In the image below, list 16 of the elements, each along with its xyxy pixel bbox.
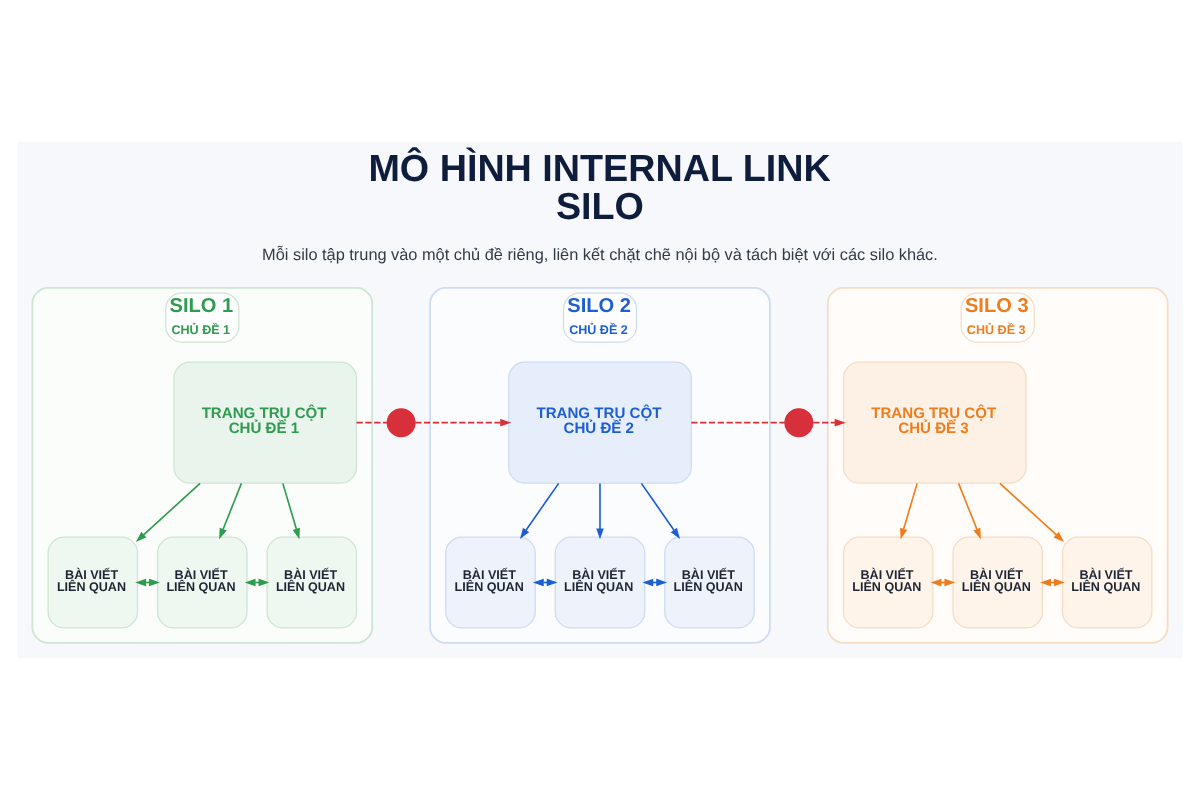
arrow bbox=[135, 482, 201, 542]
arrow bbox=[596, 482, 604, 540]
arrow bbox=[282, 482, 300, 540]
arrow bbox=[640, 482, 681, 539]
arrow bbox=[900, 482, 918, 540]
arrow bbox=[219, 482, 243, 540]
arrow bbox=[519, 482, 560, 539]
connector bbox=[690, 421, 786, 424]
node-circle bbox=[386, 408, 416, 438]
node-circle bbox=[784, 408, 814, 438]
arrow bbox=[999, 482, 1065, 542]
arrow bbox=[414, 418, 512, 427]
diagram-title: MÔ HÌNH INTERNAL LINK SILO bbox=[368, 147, 831, 227]
connector bbox=[355, 421, 389, 424]
arrow bbox=[957, 482, 981, 540]
arrow bbox=[812, 418, 846, 427]
